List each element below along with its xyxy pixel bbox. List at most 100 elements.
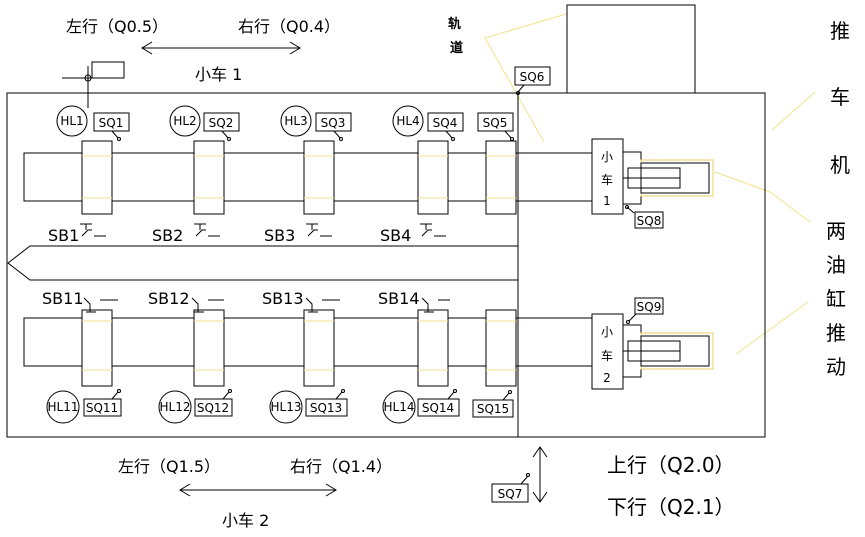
switch-sq2-label: SQ2 (209, 116, 234, 130)
cylinder-label-5: 动 (826, 355, 846, 379)
down-label: 下行（Q2.1） (607, 495, 735, 519)
track-label-2: 道 (450, 40, 463, 56)
top-switches: SQ1 SQ2 SQ3 SQ4 SQ5 (93, 112, 514, 141)
switch-sq3-label: SQ3 (321, 116, 346, 130)
button-sb4-label: SB4 (380, 226, 411, 245)
bottom-block-5 (485, 309, 517, 387)
trolley1-line2: 车 (601, 172, 613, 187)
conveyor-arrow (7, 245, 519, 281)
pusher-machine (566, 4, 696, 94)
bottom-block-3 (303, 309, 335, 387)
switch-sq15-label: SQ15 (477, 402, 509, 416)
pusher-label-3: 机 (830, 153, 850, 177)
trolley2-line1: 小 (601, 325, 613, 339)
switch-sq12-label: SQ12 (197, 401, 229, 415)
pusher-label-2: 车 (830, 85, 850, 109)
track-leader-line (484, 13, 567, 143)
cylinder-label-3: 缸 (826, 287, 846, 311)
up-label: 上行（Q2.0） (607, 453, 735, 477)
lamp-hl12-label: HL12 (160, 400, 191, 414)
car2-name: 小车 2 (222, 511, 269, 530)
switch-sq8 (634, 211, 664, 229)
top-block-1 (81, 140, 113, 215)
switch-sq9 (634, 297, 664, 315)
label-leader-lines (714, 91, 816, 355)
top-block-5 (485, 140, 517, 215)
top-rail (23, 152, 519, 202)
bottom-rail-blocks (81, 309, 517, 387)
switch-sq7 (491, 483, 529, 503)
trolley1-line3: 1 (603, 194, 611, 208)
car1-left-label: 左行（Q0.5） (66, 17, 168, 36)
cylinder-label-2: 油 (826, 253, 846, 277)
bottom-lamps: HL11 HL12 HL13 HL14 (46, 390, 416, 424)
cylinder-label-4: 推 (826, 321, 846, 345)
lamp-hl1-label: HL1 (60, 114, 83, 128)
button-sb12-label: SB12 (148, 289, 190, 308)
lamp-hl1 (56, 105, 88, 137)
lamp-hl4-label: HL4 (396, 114, 419, 128)
top-block-2 (193, 140, 225, 215)
cylinder-1 (622, 151, 714, 205)
switch-sq8-label: SQ8 (637, 214, 662, 228)
car1-name: 小车 1 (195, 65, 242, 84)
button-sb2-label: SB2 (152, 226, 183, 245)
track-label-1: 轨 (448, 16, 461, 32)
switch-sq11-label: SQ11 (86, 401, 118, 415)
switch-sq14-label: SQ14 (422, 401, 454, 415)
car2-right-label: 右行（Q1.4） (290, 457, 392, 476)
button-sb11-label: SB11 (42, 289, 84, 308)
crosshair-icon (62, 61, 125, 108)
switch-sq5-label: SQ5 (483, 116, 508, 130)
top-rail-blocks (81, 140, 517, 215)
lamp-hl14 (382, 390, 416, 424)
lamp-hl12 (158, 390, 192, 424)
lamp-hl13 (269, 390, 303, 424)
bottom-block-4 (417, 309, 449, 387)
trolley-2: 小 车 2 (591, 313, 624, 390)
lamp-hl2-label: HL2 (173, 114, 196, 128)
car1-direction-arrow (141, 41, 301, 55)
cylinder-2 (622, 324, 714, 378)
trolley1-line1: 小 (601, 150, 613, 164)
top-block-4 (417, 140, 449, 215)
switch-sq1-label: SQ1 (99, 116, 124, 130)
pusher-label-1: 推 (830, 19, 850, 43)
switch-sq9-label: SQ9 (637, 300, 662, 314)
switch-sq13-label: SQ13 (310, 401, 342, 415)
trolley2-line2: 车 (601, 348, 613, 363)
button-sb14-label: SB14 (378, 289, 420, 308)
main-frame (6, 92, 766, 438)
lamp-hl3-label: HL3 (284, 114, 307, 128)
switch-sq6-label: SQ6 (520, 70, 545, 84)
button-sb1-label: SB1 (48, 226, 79, 245)
car2-left-label: 左行（Q1.5） (118, 457, 220, 476)
lamp-hl11-label: HL11 (48, 400, 79, 414)
car1-right-label: 右行（Q0.4） (238, 17, 340, 36)
lamp-hl13-label: HL13 (271, 400, 302, 414)
top-block-3 (303, 140, 335, 215)
switch-sq4-label: SQ4 (433, 116, 458, 130)
bottom-buttons: SB11 SB12 SB13 SB14 (42, 289, 450, 313)
top-buttons: SB1 SB2 SB3 SB4 (48, 223, 446, 245)
cylinder-label-1: 两 (826, 219, 846, 243)
button-sb3-label: SB3 (264, 226, 295, 245)
switch-sq7-label: SQ7 (498, 487, 523, 501)
top-lamps: HL1 HL2 HL3 HL4 (56, 105, 424, 137)
bottom-block-2 (193, 309, 225, 387)
switch-sq6 (514, 66, 551, 86)
lamp-hl14-label: HL14 (384, 400, 415, 414)
trolley-1: 小 车 1 (591, 138, 624, 215)
lamp-hl11 (46, 390, 80, 424)
bottom-switches: SQ11 SQ12 SQ13 SQ14 SQ15 (83, 389, 514, 418)
lamp-hl2 (169, 105, 201, 137)
bottom-block-1 (81, 309, 113, 387)
bottom-rail (23, 317, 519, 367)
lamp-hl4 (392, 105, 424, 137)
lamp-hl3 (280, 105, 312, 137)
button-sb13-label: SB13 (262, 289, 304, 308)
trolley2-line3: 2 (603, 371, 611, 385)
car2-direction-arrow (179, 483, 337, 497)
vertical-direction-arrow (532, 446, 548, 503)
